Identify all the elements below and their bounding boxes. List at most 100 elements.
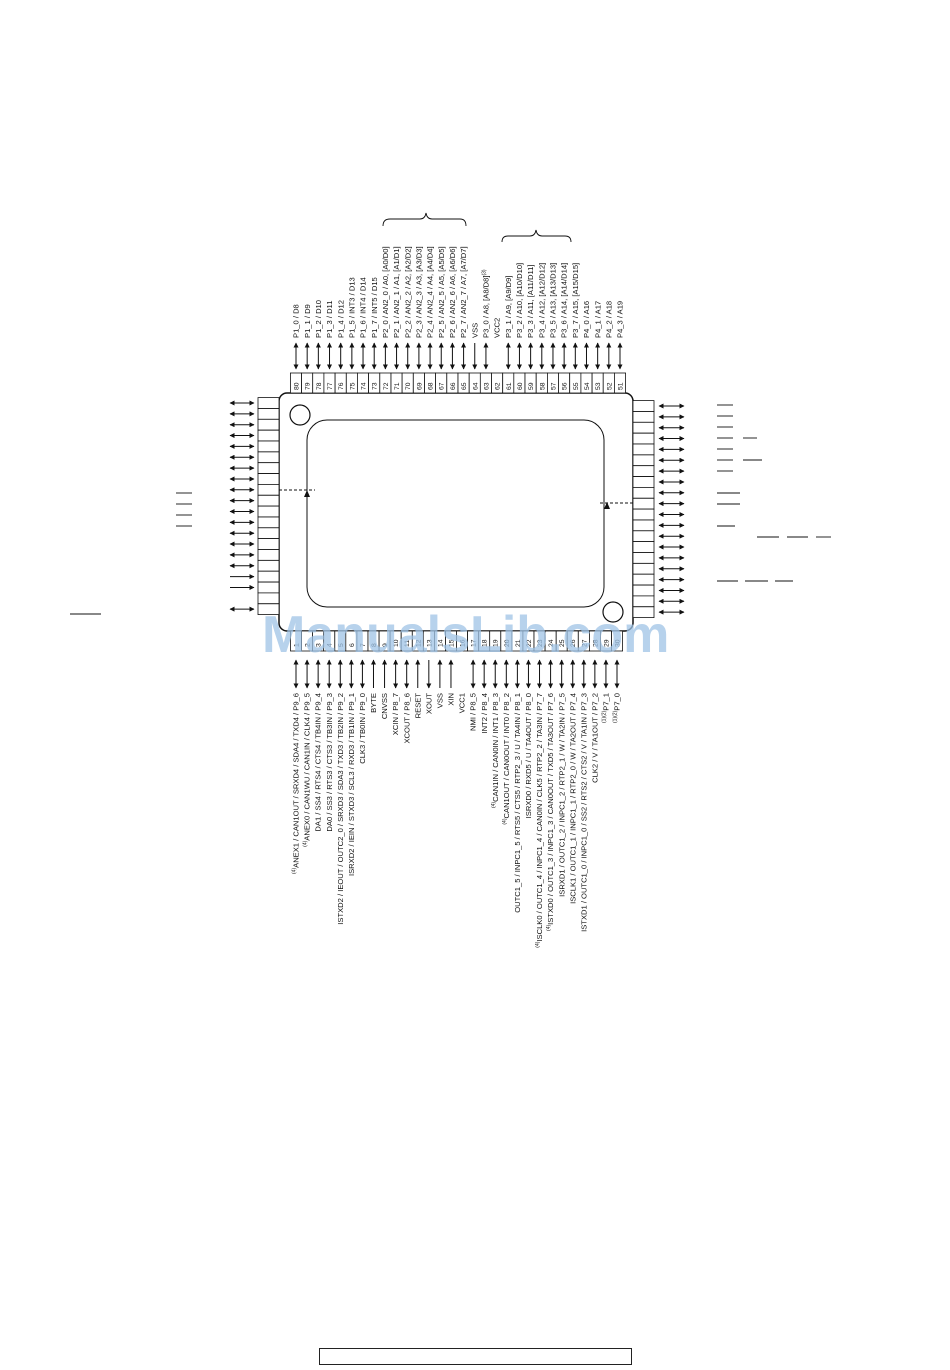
right-pin-lead: [632, 411, 685, 423]
right-pin-lead: [632, 497, 685, 510]
pin-label: ISTXD1 / OUTC1_0 / INPC1_0 / SS2 / RTS2 …: [579, 693, 588, 932]
note-ref: (1)(2): [613, 710, 619, 723]
watermark: ManualsLib.com: [262, 606, 669, 664]
pin-number: 8: [371, 643, 378, 647]
right-pin-lead: [632, 454, 685, 467]
pin-label: P2_5 / AN2_5 / A5, [A5/D5]: [437, 246, 446, 338]
pin-label-text: P7_1: [602, 693, 611, 711]
pin-label: DA0 / SS3 / RTS3 / CTS3 / TB3IN / P9_3: [325, 693, 334, 832]
pin-lead: [632, 563, 655, 575]
pin-label-text: XCIN / P8_7: [391, 693, 400, 735]
pin-number: 61: [506, 382, 513, 390]
note-ref: (4): [502, 818, 508, 824]
pin-lead: [257, 408, 280, 420]
left-pin-lead: [229, 516, 280, 529]
right-pin-lead: [632, 606, 685, 618]
pin-number: 77: [327, 382, 334, 390]
pin-label: VCC1: [458, 693, 467, 713]
pin-label-text: ISRXD1 / OUTC1_2 / INPC1_2 / RTP2_1 / W …: [557, 693, 566, 897]
pin-label-text: CAN1IN / CAN0IN / INT1 / P8_3: [491, 693, 500, 802]
pin-number: 67: [439, 382, 446, 390]
pin-lead: [632, 508, 655, 521]
pin-label-text: CLK3 / TB0IN / P9_0: [358, 693, 367, 764]
pin-number: 5: [338, 643, 345, 647]
pin-number: 23: [537, 639, 544, 647]
pin-number: 68: [428, 382, 435, 390]
pin-29: 29(1)(2)P7_1: [600, 630, 612, 723]
pin-label: VSS: [470, 323, 479, 338]
pin-label: P4_0 / A16: [582, 301, 591, 338]
pin-78: 78 P1_2 / D10: [312, 300, 325, 394]
pin-label-text: ISTXD2 / IEOUT / OUTC2_0 / SRXD3 / SDA3 …: [336, 693, 345, 925]
pin-number: 1: [294, 643, 301, 647]
pin-30: 30(1)(2)P7_0: [611, 630, 624, 723]
pin-lead: [257, 592, 280, 605]
pin-lead: [632, 584, 655, 597]
pin-number: 53: [595, 382, 602, 390]
left-pin-lead: [229, 451, 280, 464]
pin-number: 70: [405, 382, 412, 390]
pin-label: XIN: [447, 693, 456, 706]
pin-label-text: ISTXD1 / OUTC1_0 / INPC1_0 / SS2 / RTS2 …: [579, 693, 588, 932]
pin-label: CNVSS: [380, 693, 389, 719]
pin-label-text: ANEX1 / CAN1OUT / SRXD4 / SDA4 / TXD4 / …: [292, 693, 301, 868]
pin-label-text: ISTXD0 / OUTC1_3 / INPC1_3 / CAN0OUT / T…: [546, 693, 555, 925]
pin-label: P2_7 / AN2_7 / A7, [A7/D7]: [459, 246, 468, 338]
pin-1: 1(4)ANEX1 / CAN1OUT / SRXD4 / SDA4 / TXD…: [290, 630, 303, 874]
pin-lead: [632, 486, 655, 499]
pin-lead: [632, 465, 655, 477]
pin-label: P4_2 / A18: [604, 301, 613, 338]
pin-lead: [257, 440, 280, 453]
pin-label: P1_2 / D10: [314, 300, 323, 338]
pin-label-text: ISCLK1 / OUTC1_1 / INPC1_1 / RTP2_0 / W …: [568, 693, 577, 904]
pin-number: 78: [316, 382, 323, 390]
pin-label: P3_7 / A15, [A15/D15]: [571, 263, 580, 338]
pin-lead: [257, 516, 280, 529]
pin-label: (1)(2)P7_0: [613, 693, 622, 723]
pin-number: 60: [517, 382, 524, 390]
pin-lead: [257, 462, 280, 474]
pin-lead: [611, 630, 624, 652]
pin-lead: [632, 421, 655, 434]
pin-label: P2_2 / AN2_2 / A2, [A2/D2]: [403, 246, 412, 338]
pin-lead: [632, 552, 655, 564]
pin-number: 2: [305, 643, 312, 647]
left-pin-lead: [229, 483, 280, 496]
pin-label: P1_0 / D8: [292, 304, 301, 338]
pin-number: 63: [483, 382, 490, 390]
pin-67: 67 P2_5 / AN2_5 / A5, [A5/D5]: [435, 246, 448, 394]
bracket-p3-group: [501, 229, 572, 243]
pin-label: (4)ANEX0 / CAN1WU / CAN1IN / CLK4 / P9_5: [303, 693, 312, 847]
pin-label-text: XOUT: [424, 693, 433, 714]
pin-number: 73: [372, 382, 379, 390]
bracket-p2-group: [382, 212, 467, 227]
pin-label: VCC2: [493, 318, 502, 338]
pin-number: 7: [360, 643, 367, 647]
right-pin-lead: [632, 486, 685, 499]
pin-label: (4)ISCLK0 / OUTC1_4 / INPC1_4 / CAN0IN /…: [535, 693, 544, 948]
pin-lead: [632, 476, 655, 488]
pin-label-text: ISRXD0 / RXD5 / U / TA4OUT / P8_0: [524, 693, 533, 818]
left-pin-lead: [229, 418, 280, 431]
pin-number: 79: [305, 382, 312, 390]
pin-label: P2_3 / AN2_3 / A3, [A3/D3]: [415, 246, 424, 338]
right-pin-lead: [632, 541, 685, 553]
pin-number: 74: [361, 382, 368, 390]
pin-lead: [632, 573, 655, 586]
pin-label-text: CAN1OUT / CAN0OUT / INT0 / P8_2: [502, 693, 511, 818]
pin-label: ISRXD0 / RXD5 / U / TA4OUT / P8_0: [524, 693, 533, 818]
